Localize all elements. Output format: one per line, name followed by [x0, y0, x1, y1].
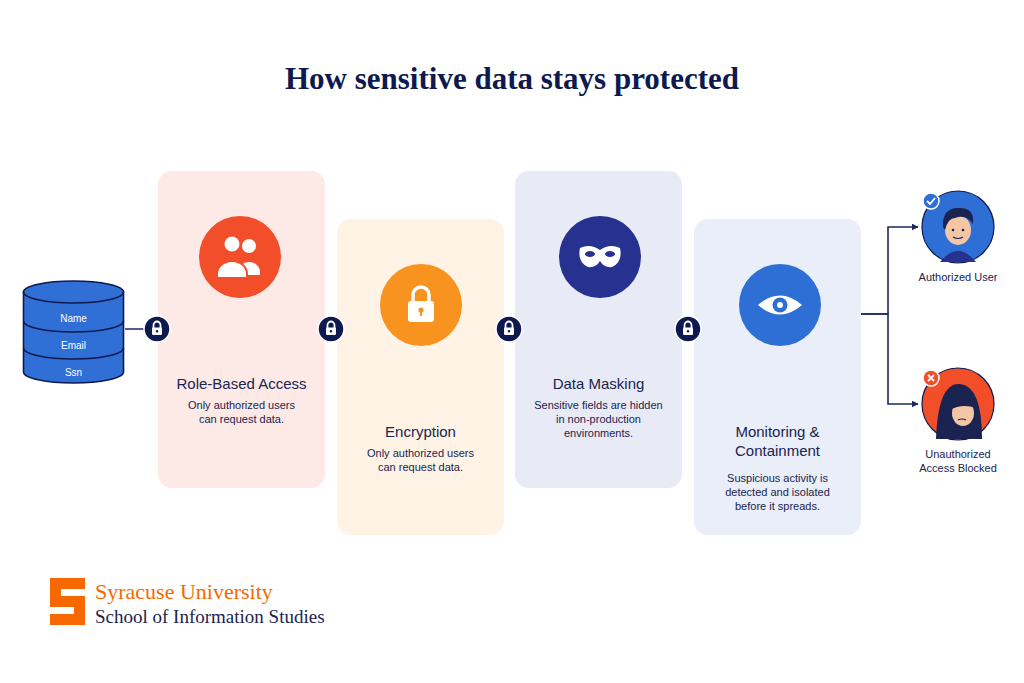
- avatar-disc: [922, 191, 994, 263]
- blocked-avatar: [923, 370, 982, 439]
- database-field: Name: [22, 313, 125, 325]
- mask-icon: [559, 216, 641, 298]
- cylinder-top: [24, 281, 124, 303]
- lock-badge: [675, 316, 701, 342]
- logo-text: Syracuse University: [95, 579, 273, 605]
- lock-badge: [144, 316, 170, 342]
- lock-badge: [318, 316, 344, 342]
- database-cylinder: NameEmailSsn: [22, 280, 125, 384]
- database-field: Email: [22, 340, 125, 352]
- people-icon: [199, 216, 281, 298]
- eye-icon: [739, 264, 821, 346]
- box-body: Sensitive fields are hidden in non-produ…: [529, 398, 669, 440]
- box-body: Suspicious activity is detected and isol…: [714, 471, 842, 513]
- diagram-title: How sensitive data stays protected: [0, 60, 1024, 98]
- lock-badge: [496, 316, 522, 342]
- avatar-label: Unauthorized Access Blocked: [913, 447, 1003, 475]
- padlock-icon: [380, 264, 462, 346]
- avatar-disc: [922, 368, 994, 440]
- box-body: Only authorized users can request data.: [179, 398, 304, 426]
- box-title: Monitoring & Containment: [713, 422, 843, 460]
- authorized-avatar: [923, 193, 976, 262]
- database-field: Ssn: [22, 367, 125, 379]
- box-title: Encryption: [351, 422, 491, 441]
- logo-text: School of Information Studies: [95, 605, 325, 628]
- connector-line: [861, 227, 918, 314]
- box-body: Only authorized users can request data.: [358, 446, 483, 474]
- box-title: Data Masking: [529, 374, 669, 393]
- connector-line: [861, 314, 918, 404]
- box-title: Role-Based Access: [172, 374, 312, 393]
- avatar-label: Authorized User: [903, 270, 1013, 284]
- university-logo: [50, 578, 85, 625]
